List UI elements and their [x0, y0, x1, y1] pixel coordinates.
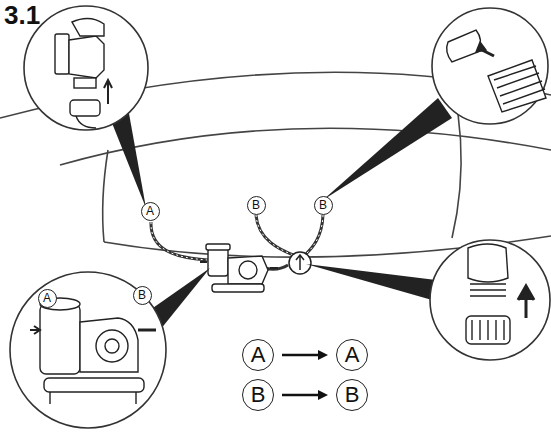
node-label: B	[138, 289, 146, 301]
inset-circle	[432, 8, 548, 124]
pump	[228, 256, 268, 284]
inset-circle	[430, 240, 550, 360]
pump	[212, 284, 264, 292]
arrow-head	[318, 390, 328, 400]
pump-detail	[30, 298, 156, 404]
circled-letter: B	[336, 379, 368, 411]
pump-detail	[105, 339, 119, 353]
pool-wall	[103, 150, 108, 242]
circled-letter: B	[242, 379, 274, 411]
pump-detail	[96, 330, 128, 362]
pump-detail	[50, 392, 136, 404]
hose-detail	[151, 222, 208, 260]
inset-circle	[10, 6, 550, 428]
nut-detail	[470, 284, 506, 296]
hub	[296, 255, 304, 270]
node-label: A	[146, 205, 154, 217]
pump-detail	[44, 378, 144, 392]
node-label: A	[345, 344, 360, 366]
step-title: 3.1	[4, 2, 40, 28]
pump-detail	[80, 318, 138, 372]
node-label: B	[251, 384, 266, 406]
fitting-detail	[69, 36, 104, 78]
arrow-head	[318, 350, 328, 360]
fitting-detail	[76, 116, 96, 128]
fitting-detail	[70, 100, 100, 116]
node-label: A	[251, 344, 266, 366]
fitting-detail	[104, 80, 112, 104]
hub	[289, 252, 311, 274]
circled-letter: A	[242, 339, 274, 371]
inset-pointer	[306, 264, 436, 300]
pump	[200, 262, 278, 268]
inset-pointer	[110, 98, 452, 330]
node-label: B	[319, 199, 327, 211]
pump	[208, 248, 228, 276]
hose-detail	[256, 215, 296, 256]
circled-letter: B	[314, 196, 333, 215]
fitting-detail	[74, 78, 96, 88]
nut-detail	[466, 316, 510, 344]
inset-circle	[24, 6, 148, 130]
node-label: B	[252, 199, 260, 211]
pump-detail	[40, 304, 80, 374]
pump	[239, 261, 257, 279]
hose-end-detail	[447, 30, 481, 62]
hub	[289, 252, 311, 274]
inset-pointer	[323, 98, 452, 200]
pump-detail	[30, 326, 40, 334]
hose-end-detail	[488, 60, 546, 112]
hose-detail	[304, 215, 323, 256]
hose-end-detail	[476, 42, 486, 52]
nut-detail	[468, 244, 508, 282]
hose-end-detail	[447, 30, 546, 112]
circled-letter: A	[141, 202, 160, 221]
pump	[200, 244, 278, 292]
pump-detail	[138, 329, 156, 332]
inset-circle	[10, 272, 166, 428]
node-label: A	[43, 292, 51, 304]
nut-detail	[472, 320, 504, 340]
circled-letter: A	[336, 339, 368, 371]
circled-letter: B	[133, 286, 152, 305]
hose	[304, 215, 323, 256]
hose	[256, 215, 296, 256]
node-label: B	[345, 384, 360, 406]
mapping-arrow	[282, 354, 320, 357]
nut-detail	[466, 244, 534, 344]
hose	[151, 222, 208, 260]
nut-detail	[518, 286, 534, 318]
pump	[206, 244, 230, 250]
hose-end-detail	[494, 66, 545, 104]
mapping-arrow	[282, 394, 320, 397]
fitting-detail	[55, 18, 112, 128]
fitting-detail	[72, 18, 104, 36]
circled-letter: A	[38, 289, 57, 308]
circled-letter: B	[247, 196, 266, 215]
fitting-detail	[55, 34, 69, 74]
